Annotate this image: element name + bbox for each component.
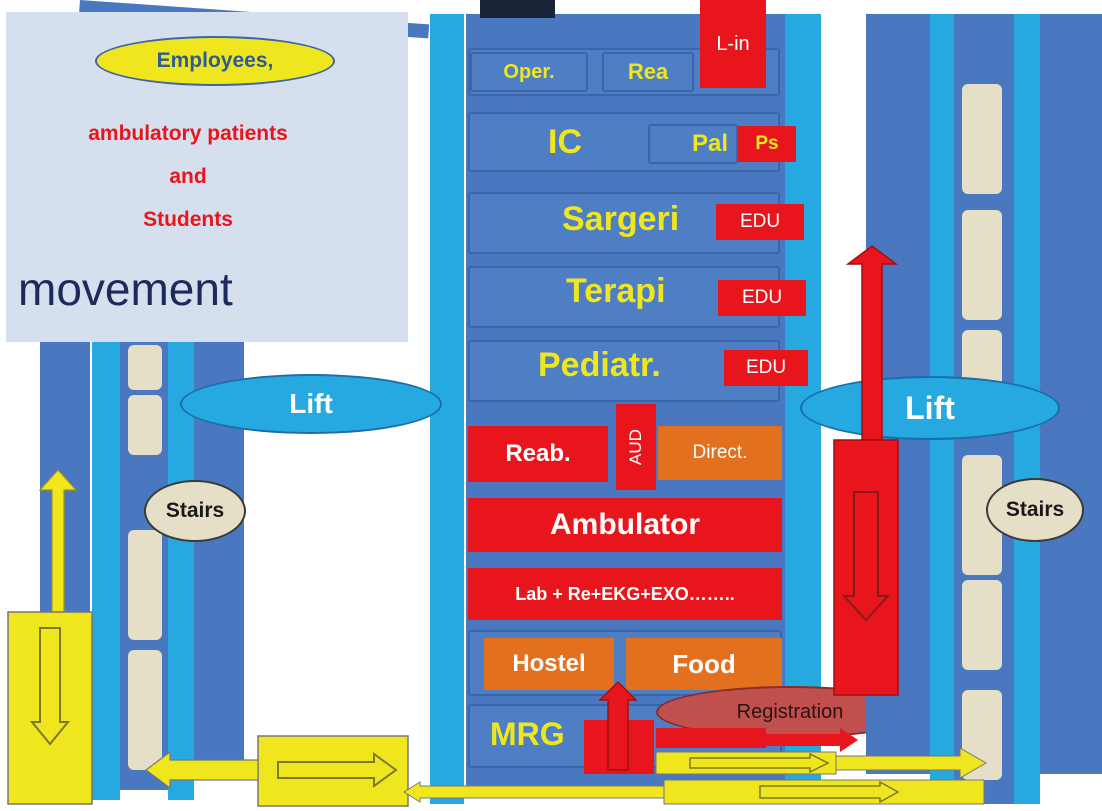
- left-stair-step: [128, 530, 162, 640]
- left-stair-rail-1: [92, 330, 120, 800]
- left-lift-label: Lift: [289, 388, 333, 419]
- legend-employees-ellipse: Employees,: [95, 36, 335, 86]
- left-stairs: Stairs: [144, 480, 246, 542]
- ward-edu-sargeri: EDU: [716, 204, 804, 240]
- red-down-column: [833, 439, 899, 696]
- top-dark-box: [480, 0, 555, 18]
- yellow-down-arrow-outline: [29, 627, 71, 746]
- right-stairs: Stairs: [986, 478, 1084, 542]
- red-up-arrow-mrg: [598, 680, 638, 771]
- right-stair-step: [962, 580, 1002, 670]
- yellow-box-bottom: [257, 735, 409, 807]
- right-stairs-label: Stairs: [1005, 498, 1065, 521]
- left-lift: Lift: [180, 374, 442, 434]
- ward-edu-terapi: EDU: [718, 280, 806, 316]
- reab-unit: Reab.: [468, 426, 608, 482]
- yellow-bar-bottom-right-2: [663, 779, 985, 805]
- legend-movement: movement: [18, 263, 233, 315]
- ward-name-pediatr: Pediatr.: [538, 346, 661, 384]
- lin-room: L-in: [700, 0, 766, 88]
- yellow-left-arrow-long: [403, 781, 665, 803]
- yellow-right-arrow-long: [835, 747, 988, 779]
- legend-line4: Students: [143, 208, 233, 231]
- ward-name-terapi: Terapi: [566, 272, 666, 310]
- registration-label: Registration: [736, 700, 844, 723]
- legend-line2: ambulatory patients: [88, 122, 288, 145]
- legend-line3: and: [169, 165, 207, 188]
- red-down-arrow-outline: [841, 491, 891, 622]
- food-unit: Food: [626, 638, 782, 690]
- right-lift-label: Lift: [905, 389, 955, 426]
- aud-unit: AUD: [616, 404, 656, 490]
- yellow-inner-arrow-outline: [689, 752, 830, 774]
- ic-unit: IC: [548, 122, 582, 161]
- right-stair-step: [962, 84, 1002, 194]
- right-lift: Lift: [800, 376, 1060, 440]
- direct-unit: Direct.: [658, 426, 782, 480]
- left-stair-step: [128, 650, 162, 770]
- pal-unit: Pal: [648, 124, 738, 164]
- ambulator-unit: Ambulator: [468, 498, 782, 552]
- red-up-arrow-right: [845, 245, 899, 441]
- red-horizontal-bar: [656, 728, 766, 748]
- legend-employees: Employees,: [156, 49, 274, 72]
- mrg-unit: MRG: [490, 716, 565, 752]
- hostel-unit: Hostel: [484, 638, 614, 690]
- ps-unit: Ps: [738, 126, 796, 162]
- oper-room: Oper.: [470, 52, 588, 92]
- yellow-bar-bottom-right-1: [655, 751, 837, 775]
- left-stairs-label: Stairs: [165, 499, 225, 522]
- yellow-right-arrow-outline: [277, 752, 398, 788]
- right-stair-wall-inner: [1040, 14, 1102, 774]
- yellow-left-arrow: [145, 750, 259, 790]
- lab-unit: Lab + Re+EKG+EXO……..: [468, 568, 782, 620]
- right-stair-step: [962, 210, 1002, 320]
- ward-edu-pediatr: EDU: [724, 350, 808, 386]
- yellow-box-left: [7, 611, 93, 805]
- left-stair-step: [128, 345, 162, 390]
- red-right-arrow: [766, 728, 858, 752]
- yellow-inner-arrow-outline-2: [759, 780, 900, 804]
- yellow-up-arrow-left: [38, 469, 78, 613]
- left-stair-step: [128, 395, 162, 455]
- rea-room: Rea: [602, 52, 694, 92]
- ward-name-sargeri: Sargeri: [562, 200, 680, 238]
